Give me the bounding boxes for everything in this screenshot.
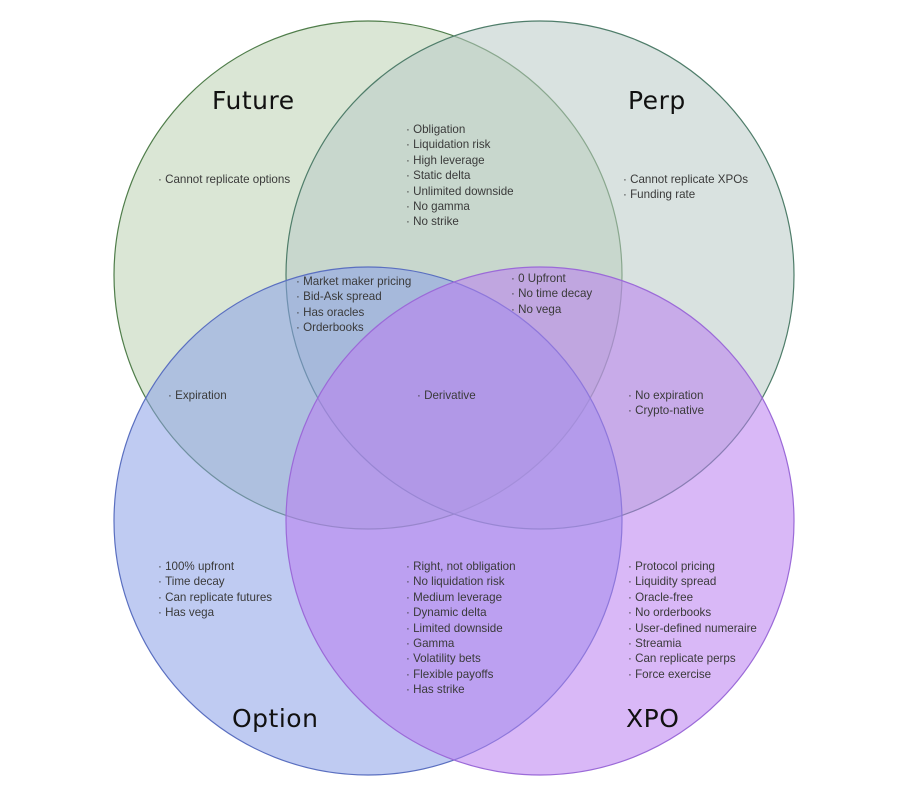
region-item: Has vega: [158, 605, 272, 620]
region-item: Cannot replicate XPOs: [623, 172, 748, 187]
region-item: 100% upfront: [158, 559, 272, 574]
region-item: No expiration: [628, 388, 704, 403]
region-item: Limited downside: [406, 621, 516, 636]
xpo-only-list: Protocol pricingLiquidity spreadOracle-f…: [628, 559, 757, 682]
region-item: Time decay: [158, 574, 272, 589]
perp-xpo-list: No expirationCrypto-native: [628, 388, 704, 419]
future-perp-option-list: Market maker pricingBid-Ask spreadHas or…: [296, 274, 411, 336]
region-item: No liquidation risk: [406, 574, 516, 589]
region-item: Volatility bets: [406, 651, 516, 666]
region-item: No time decay: [511, 286, 592, 301]
region-item: No strike: [406, 214, 514, 229]
region-item: Liquidity spread: [628, 574, 757, 589]
region-item: Force exercise: [628, 667, 757, 682]
region-item: Oracle-free: [628, 590, 757, 605]
perp-title: Perp: [628, 86, 686, 115]
option-xpo-list: Right, not obligationNo liquidation risk…: [406, 559, 516, 698]
future-only-list: Cannot replicate options: [158, 172, 290, 187]
future-perp-list: ObligationLiquidation riskHigh leverageS…: [406, 122, 514, 230]
region-item: Unlimited downside: [406, 184, 514, 199]
region-item: Has oracles: [296, 305, 411, 320]
region-item: Cannot replicate options: [158, 172, 290, 187]
option-title: Option: [232, 704, 319, 733]
region-item: Gamma: [406, 636, 516, 651]
region-item: User-defined numeraire: [628, 621, 757, 636]
region-item: No gamma: [406, 199, 514, 214]
xpo-title: XPO: [626, 704, 680, 733]
future-perp-xpo-list: 0 UpfrontNo time decayNo vega: [511, 271, 592, 317]
option-only-list: 100% upfrontTime decayCan replicate futu…: [158, 559, 272, 621]
region-item: Dynamic delta: [406, 605, 516, 620]
region-item: Market maker pricing: [296, 274, 411, 289]
region-item: Can replicate futures: [158, 590, 272, 605]
region-item: Flexible payoffs: [406, 667, 516, 682]
region-item: High leverage: [406, 153, 514, 168]
region-item: Medium leverage: [406, 590, 516, 605]
region-item: Can replicate perps: [628, 651, 757, 666]
region-item: Bid-Ask spread: [296, 289, 411, 304]
region-item: Streamia: [628, 636, 757, 651]
region-item: Liquidation risk: [406, 137, 514, 152]
region-item: Protocol pricing: [628, 559, 757, 574]
xpo-circle: [285, 266, 795, 776]
region-item: Derivative: [417, 388, 476, 403]
all-sets-list: Derivative: [417, 388, 476, 403]
region-item: No vega: [511, 302, 592, 317]
region-item: Expiration: [168, 388, 227, 403]
region-item: Orderbooks: [296, 320, 411, 335]
region-item: 0 Upfront: [511, 271, 592, 286]
future-option-list: Expiration: [168, 388, 227, 403]
perp-only-list: Cannot replicate XPOsFunding rate: [623, 172, 748, 203]
region-item: No orderbooks: [628, 605, 757, 620]
region-item: Right, not obligation: [406, 559, 515, 574]
region-item: Crypto-native: [628, 403, 704, 418]
region-item: Obligation: [406, 122, 514, 137]
future-title: Future: [212, 86, 295, 115]
region-item: Static delta: [406, 168, 514, 183]
region-item: Has strike: [406, 682, 516, 697]
region-item: Funding rate: [623, 187, 748, 202]
